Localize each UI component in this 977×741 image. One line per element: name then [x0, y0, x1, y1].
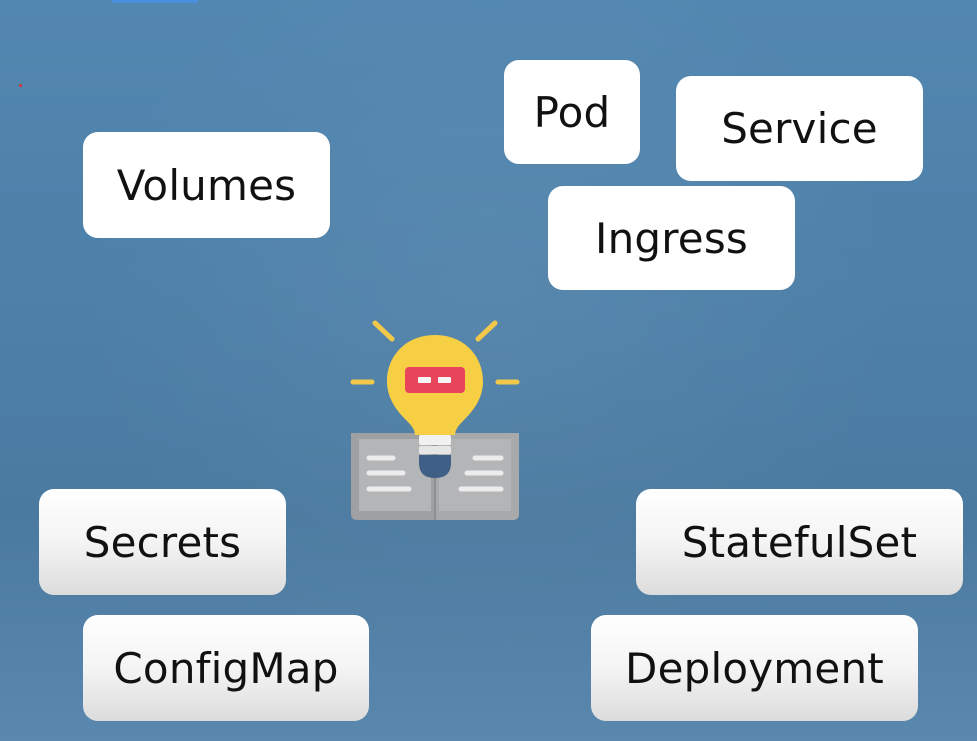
deployment-card: Deployment — [591, 615, 918, 721]
bulb-base — [419, 435, 451, 478]
configmap-card: ConfigMap — [83, 615, 369, 721]
lightbulb-over-book-icon — [345, 315, 525, 525]
deployment-label: Deployment — [625, 643, 884, 693]
red-dot-marker — [19, 84, 22, 87]
volumes-label: Volumes — [116, 160, 297, 210]
configmap-label: ConfigMap — [113, 643, 339, 693]
service-label: Service — [721, 104, 878, 153]
ingress-label: Ingress — [594, 213, 748, 263]
volumes-card: Volumes — [83, 132, 330, 238]
light-rays — [350, 320, 520, 385]
ingress-card: Ingress — [548, 186, 795, 290]
service-card: Service — [676, 76, 923, 181]
top-edge-tab — [112, 0, 198, 3]
pod-card: Pod — [504, 60, 640, 164]
statefulset-label: StatefulSet — [681, 517, 918, 567]
secrets-label: Secrets — [83, 517, 242, 567]
bulb-label — [405, 367, 465, 393]
statefulset-card: StatefulSet — [636, 489, 963, 595]
pod-label: Pod — [533, 87, 611, 137]
secrets-card: Secrets — [39, 489, 286, 595]
